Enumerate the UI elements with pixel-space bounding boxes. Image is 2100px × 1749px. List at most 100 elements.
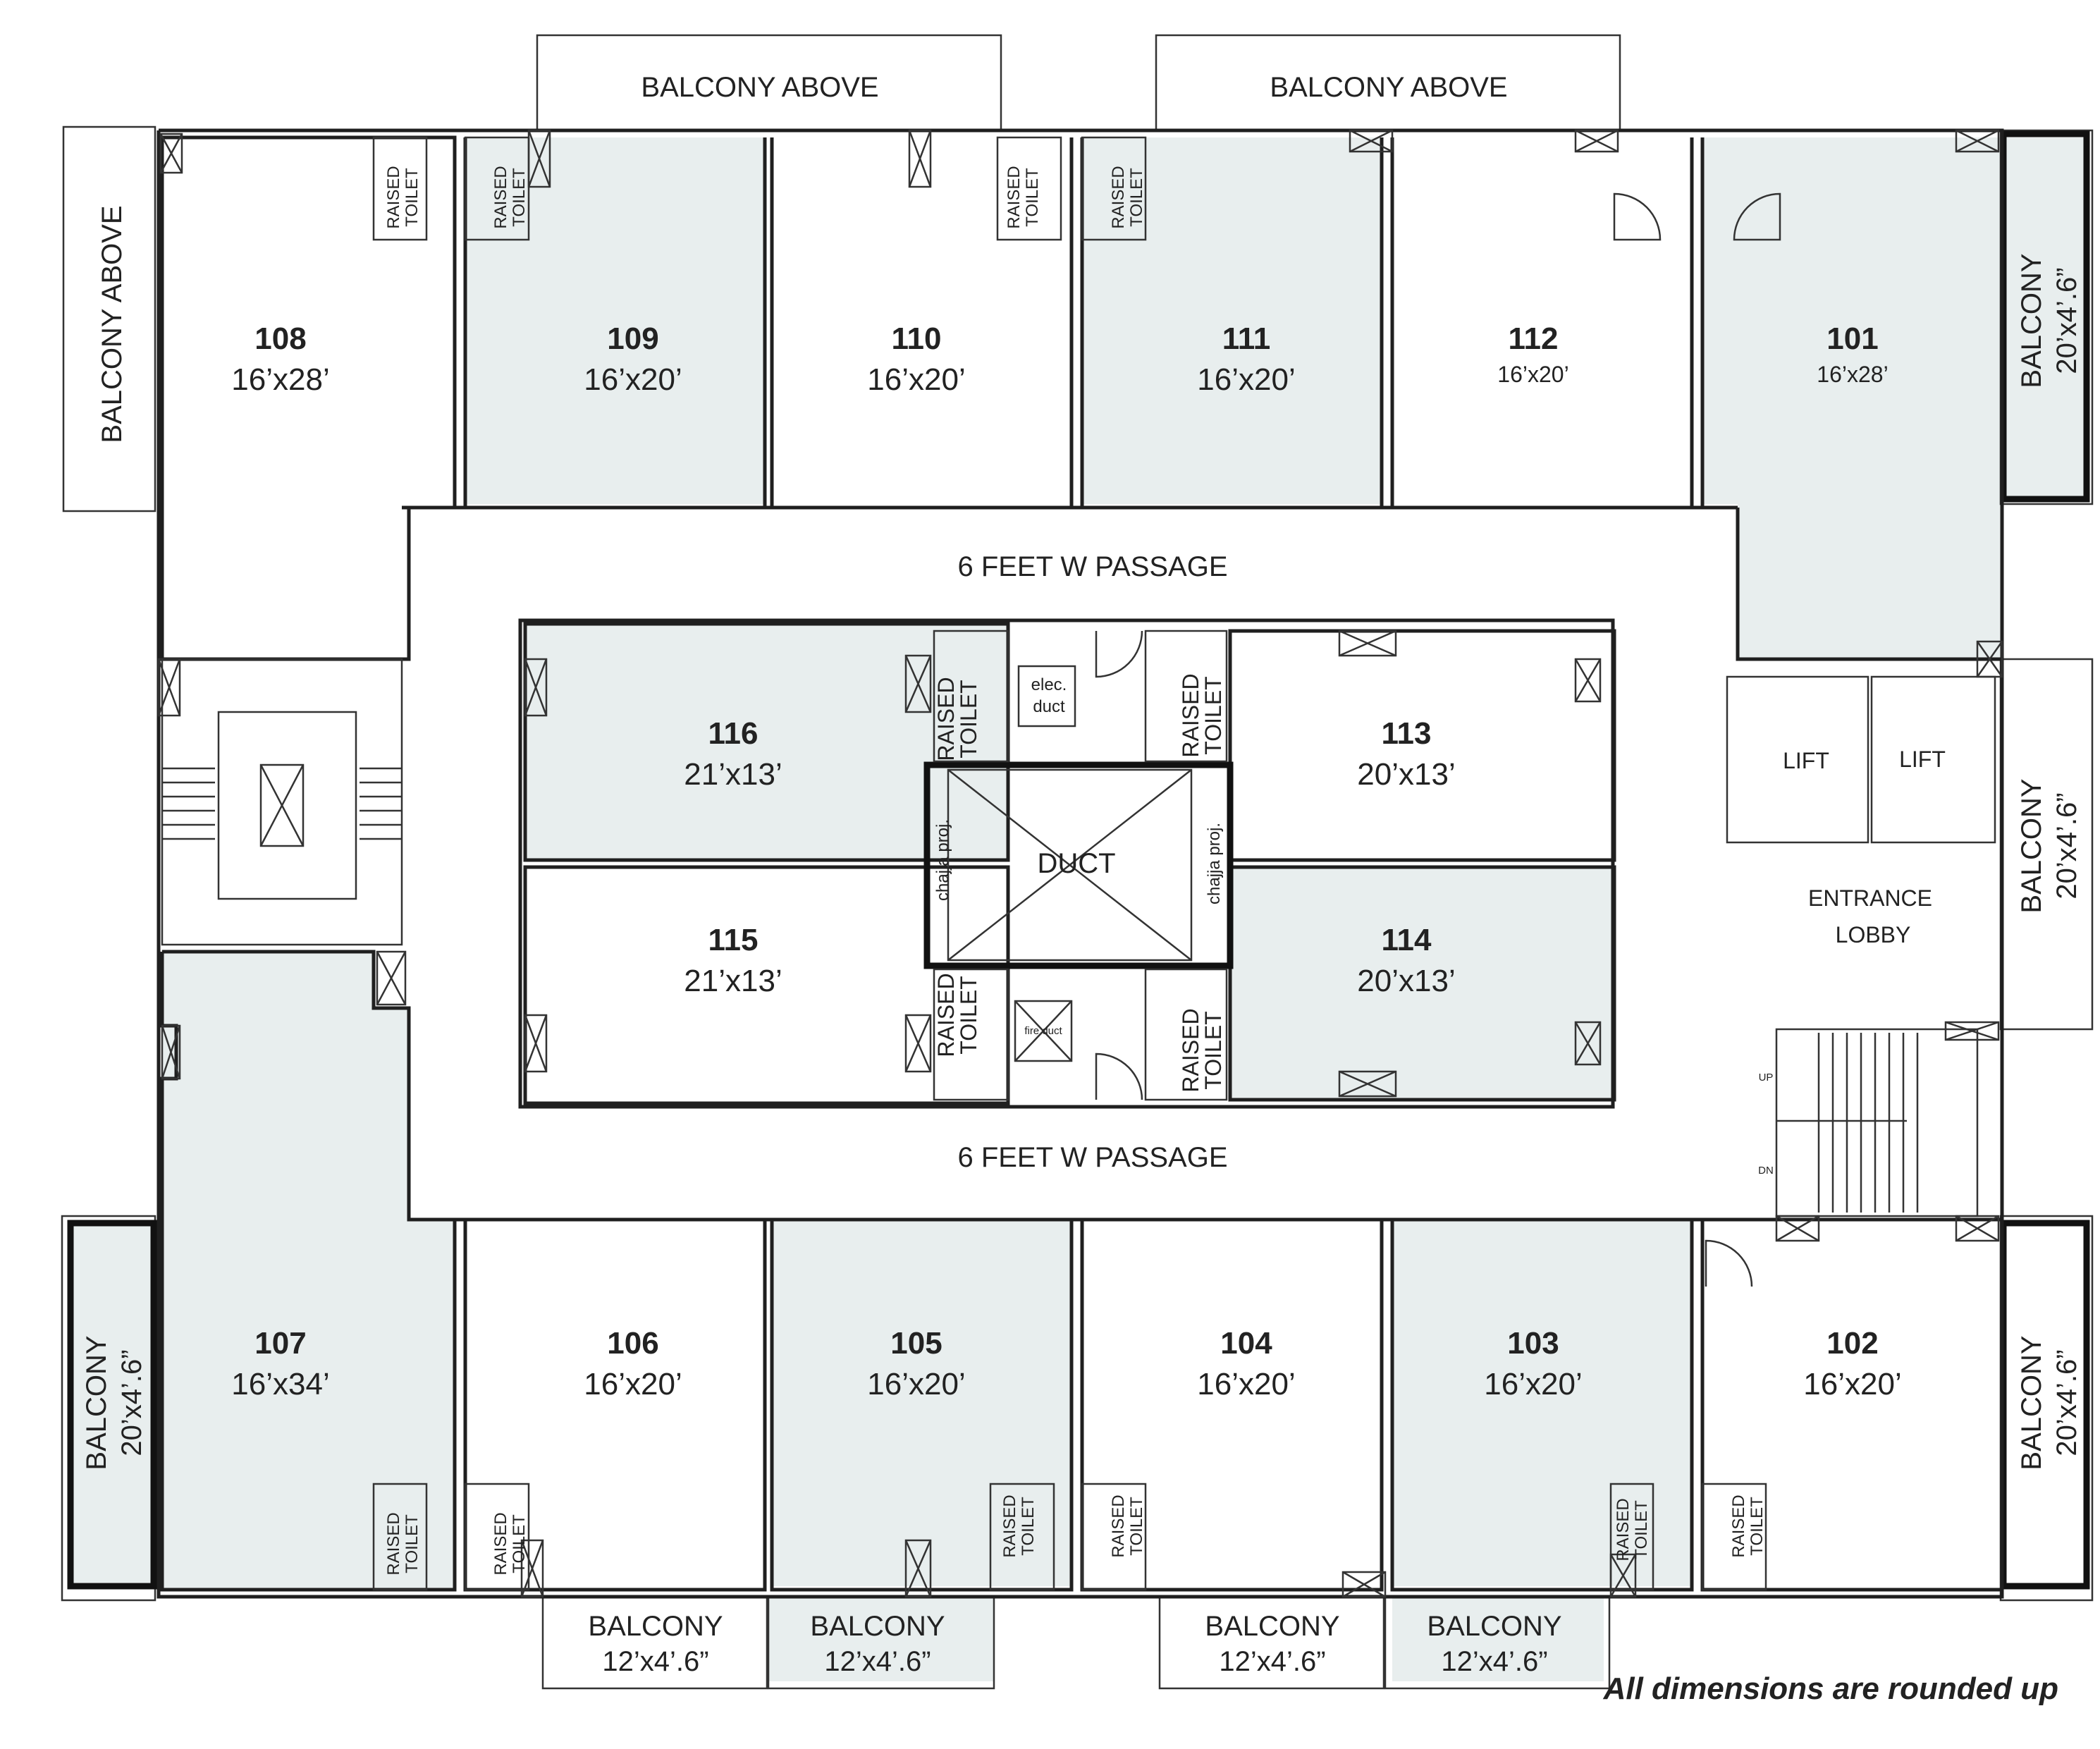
svg-text:12’x4’.6”: 12’x4’.6” xyxy=(1219,1646,1325,1677)
unit-size: 16’x20’ xyxy=(584,362,682,397)
svg-text:BALCONY: BALCONY xyxy=(1205,1611,1339,1642)
svg-text:TOILET: TOILET xyxy=(1632,1500,1651,1559)
svg-text:RAISED: RAISED xyxy=(491,1512,510,1575)
unit-number: 102 xyxy=(1826,1326,1878,1361)
balcony-above-right: BALCONY ABOVE xyxy=(1270,72,1507,103)
fire-duct-label: fire duct xyxy=(1024,1025,1062,1037)
unit-number: 115 xyxy=(708,923,759,957)
column-markers xyxy=(157,129,2003,1598)
unit-number: 104 xyxy=(1220,1326,1272,1361)
stair-up-label: UP xyxy=(1759,1072,1774,1084)
elec-duct-label-2: duct xyxy=(1033,697,1065,716)
balcony-above-left: BALCONY ABOVE xyxy=(641,72,878,103)
svg-text:20’x4’.6”: 20’x4’.6” xyxy=(2051,267,2082,374)
svg-text:BALCONY: BALCONY xyxy=(2016,253,2047,388)
unit-number: 113 xyxy=(1382,716,1432,751)
doors xyxy=(1095,192,1781,1287)
chajja-label-left: chajja proj. xyxy=(933,819,952,901)
svg-text:RAISED: RAISED xyxy=(1178,673,1203,757)
passage-labels: 6 FEET W PASSAGE 6 FEET W PASSAGE xyxy=(957,551,1227,1173)
unit-size: 16’x20’ xyxy=(1197,1367,1295,1401)
svg-text:BALCONY: BALCONY xyxy=(2016,1335,2047,1470)
shaded-units xyxy=(70,137,2087,1681)
toilets xyxy=(372,136,1767,1591)
balcony-above-labels: BALCONY ABOVE BALCONY ABOVE BALCONY ABOV… xyxy=(97,72,1508,443)
svg-text:TOILET: TOILET xyxy=(1019,1497,1038,1556)
unit-number: 108 xyxy=(254,321,306,356)
svg-text:RAISED: RAISED xyxy=(1729,1495,1748,1557)
svg-text:RAISED: RAISED xyxy=(1109,166,1128,228)
unit-size: 16’x20’ xyxy=(1803,1367,1901,1401)
svg-text:RAISED: RAISED xyxy=(491,166,510,228)
svg-text:BALCONY: BALCONY xyxy=(810,1611,945,1642)
balcony-labels: BALCONY 20’x4’.6” BALCONY 20’x4’.6” BALC… xyxy=(81,253,2082,1677)
svg-text:TOILET: TOILET xyxy=(510,168,529,227)
unit-size: 21’x13’ xyxy=(684,964,782,998)
stair-down-label: DN xyxy=(1758,1165,1774,1177)
svg-text:TOILET: TOILET xyxy=(956,976,981,1054)
passage-label-top: 6 FEET W PASSAGE xyxy=(957,551,1227,582)
unit-size: 20’x13’ xyxy=(1357,757,1455,792)
svg-text:TOILET: TOILET xyxy=(403,1514,422,1573)
unit-size: 16’x20’ xyxy=(867,362,965,397)
unit-labels: 108 16’x28’ 109 16’x20’ 110 16’x20’ 111 … xyxy=(231,321,1901,1401)
svg-text:BALCONY: BALCONY xyxy=(81,1335,112,1470)
unit-number: 116 xyxy=(708,716,759,751)
passage-label-bottom: 6 FEET W PASSAGE xyxy=(957,1142,1227,1173)
core-labels: DUCT elec. duct fire duct chajja proj. c… xyxy=(933,675,1946,1177)
unit-number: 114 xyxy=(1382,923,1432,957)
unit-size: 16’x20’ xyxy=(584,1367,682,1401)
unit-size: 16’x20’ xyxy=(1197,362,1295,397)
svg-text:RAISED: RAISED xyxy=(933,677,959,761)
entrance-label-2: LOBBY xyxy=(1836,922,1911,947)
unit-size: 16’x20’ xyxy=(867,1367,965,1401)
duct-label: DUCT xyxy=(1037,848,1115,879)
svg-text:RAISED: RAISED xyxy=(1178,1008,1203,1092)
unit-number: 111 xyxy=(1222,321,1271,356)
svg-text:TOILET: TOILET xyxy=(1023,168,1042,227)
svg-text:BALCONY: BALCONY xyxy=(588,1611,723,1642)
svg-text:RAISED: RAISED xyxy=(1614,1498,1633,1561)
unit-number: 112 xyxy=(1509,321,1559,356)
unit-number: 106 xyxy=(607,1326,658,1361)
unit-size: 16’x28’ xyxy=(1817,362,1888,387)
svg-text:TOILET: TOILET xyxy=(510,1514,529,1573)
unit-number: 109 xyxy=(607,321,658,356)
toilet-labels: RAISED TOILET RAISED TOILET RAISED TOILE… xyxy=(384,166,1767,1575)
svg-text:12’x4’.6”: 12’x4’.6” xyxy=(1441,1646,1547,1677)
svg-text:12’x4’.6”: 12’x4’.6” xyxy=(824,1646,931,1677)
unit-size: 21’x13’ xyxy=(684,757,782,792)
svg-text:RAISED: RAISED xyxy=(933,973,959,1057)
unit-size: 16’x20’ xyxy=(1497,362,1568,387)
svg-text:RAISED: RAISED xyxy=(1109,1495,1128,1557)
svg-text:12’x4’.6”: 12’x4’.6” xyxy=(602,1646,708,1677)
unit-number: 107 xyxy=(254,1326,306,1361)
svg-text:RAISED: RAISED xyxy=(384,1512,403,1575)
svg-text:BALCONY: BALCONY xyxy=(1427,1611,1561,1642)
svg-text:20’x4’.6”: 20’x4’.6” xyxy=(116,1349,147,1456)
svg-text:BALCONY: BALCONY xyxy=(2016,778,2047,913)
lift-label-1: LIFT xyxy=(1783,748,1829,773)
svg-text:TOILET: TOILET xyxy=(956,680,981,758)
lift-label-2: LIFT xyxy=(1899,747,1946,772)
balcony-above-side: BALCONY ABOVE xyxy=(97,205,128,443)
svg-text:TOILET: TOILET xyxy=(1748,1497,1767,1556)
unit-number: 103 xyxy=(1507,1326,1559,1361)
svg-text:RAISED: RAISED xyxy=(384,166,403,228)
elec-duct-label-1: elec. xyxy=(1031,675,1067,694)
unit-number: 105 xyxy=(890,1326,942,1361)
svg-text:RAISED: RAISED xyxy=(1000,1495,1019,1557)
svg-text:TOILET: TOILET xyxy=(1127,1497,1146,1556)
left-stair xyxy=(162,711,402,900)
rounding-note: All dimensions are rounded up xyxy=(1603,1671,2058,1706)
unit-size: 20’x13’ xyxy=(1357,964,1455,998)
svg-text:TOILET: TOILET xyxy=(403,168,422,227)
svg-text:20’x4’.6”: 20’x4’.6” xyxy=(2051,1349,2082,1456)
unit-size: 16’x34’ xyxy=(231,1367,329,1401)
svg-text:TOILET: TOILET xyxy=(1127,168,1146,227)
unit-number: 101 xyxy=(1826,321,1878,356)
right-stair xyxy=(1776,1033,1919,1213)
unit-size: 16’x20’ xyxy=(1484,1367,1582,1401)
svg-text:RAISED: RAISED xyxy=(1005,166,1024,228)
